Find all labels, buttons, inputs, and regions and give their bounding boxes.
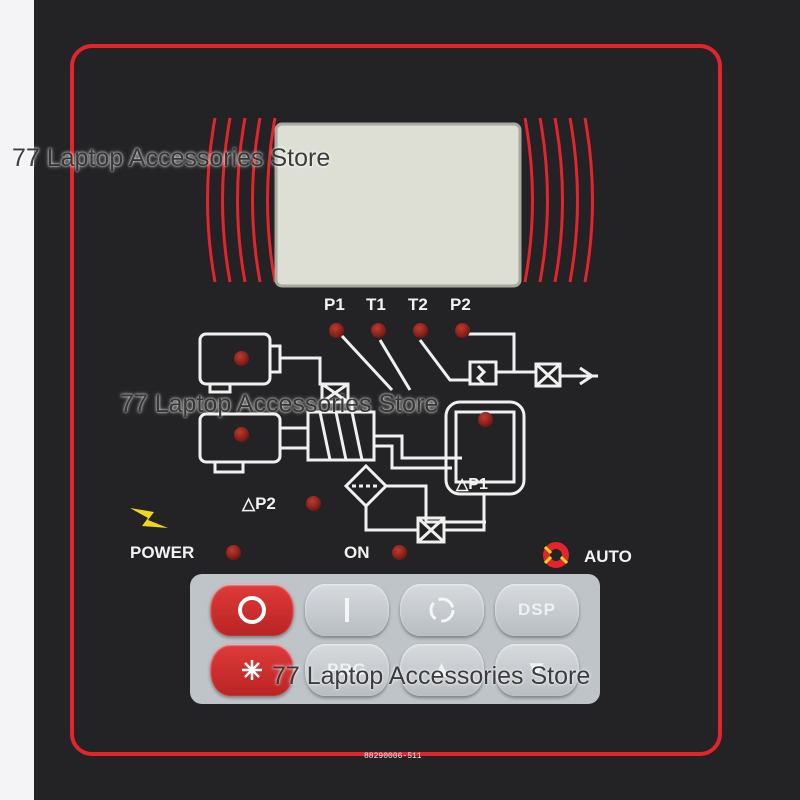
led-p2 xyxy=(455,323,470,338)
auto-mode-button[interactable] xyxy=(400,584,484,636)
led-t2 xyxy=(413,323,428,338)
keypad: DSP PRG ▲ ▼ xyxy=(190,574,600,704)
lightning-icon xyxy=(130,508,168,528)
led-separator xyxy=(478,412,493,427)
prg-button[interactable]: PRG xyxy=(305,644,389,696)
reset-icon xyxy=(242,660,262,680)
model-number: 88290006-511 xyxy=(364,752,422,761)
on-label: ON xyxy=(344,543,370,562)
led-motor-main xyxy=(234,427,249,442)
up-button[interactable]: ▲ xyxy=(400,644,484,696)
panel-frame xyxy=(70,44,722,756)
watermark-bottom: 77 Laptop Accessories Store xyxy=(272,662,591,690)
up-arrow-icon: ▲ xyxy=(429,656,455,683)
compressor-schematic xyxy=(198,332,598,544)
led-p1 xyxy=(329,323,344,338)
reset-button[interactable] xyxy=(210,644,294,696)
led-motor-fan xyxy=(234,351,249,366)
auto-label: AUTO xyxy=(584,547,632,566)
dsp-button[interactable]: DSP xyxy=(495,584,579,636)
indicator-label-p1: P1 xyxy=(324,295,345,314)
lcd-brackets xyxy=(206,117,594,283)
led-t1 xyxy=(371,323,386,338)
indicator-label-t2: T2 xyxy=(408,295,428,314)
down-button[interactable]: ▼ xyxy=(495,644,579,696)
watermark-top: 77 Laptop Accessories Store xyxy=(12,144,331,172)
power-label: POWER xyxy=(130,543,195,562)
led-power xyxy=(226,545,241,560)
start-icon xyxy=(345,598,349,622)
stop-icon xyxy=(238,596,266,624)
start-button[interactable] xyxy=(305,584,389,636)
watermark-middle: 77 Laptop Accessories Store xyxy=(120,390,439,418)
indicator-label-delta-p1: △P1 xyxy=(456,476,488,493)
indicator-label-delta-p2: △P2 xyxy=(242,494,276,513)
auto-icon xyxy=(543,542,569,568)
led-delta-p2 xyxy=(306,496,321,511)
prg-label: PRG xyxy=(327,660,367,679)
indicator-label-p2: P2 xyxy=(450,295,471,314)
led-on xyxy=(392,545,407,560)
lcd-screen xyxy=(274,122,522,288)
dsp-label: DSP xyxy=(518,600,556,619)
down-arrow-icon: ▼ xyxy=(524,656,550,683)
rotate-icon xyxy=(429,597,455,623)
stop-button[interactable] xyxy=(210,584,294,636)
indicator-label-t1: T1 xyxy=(366,295,386,314)
